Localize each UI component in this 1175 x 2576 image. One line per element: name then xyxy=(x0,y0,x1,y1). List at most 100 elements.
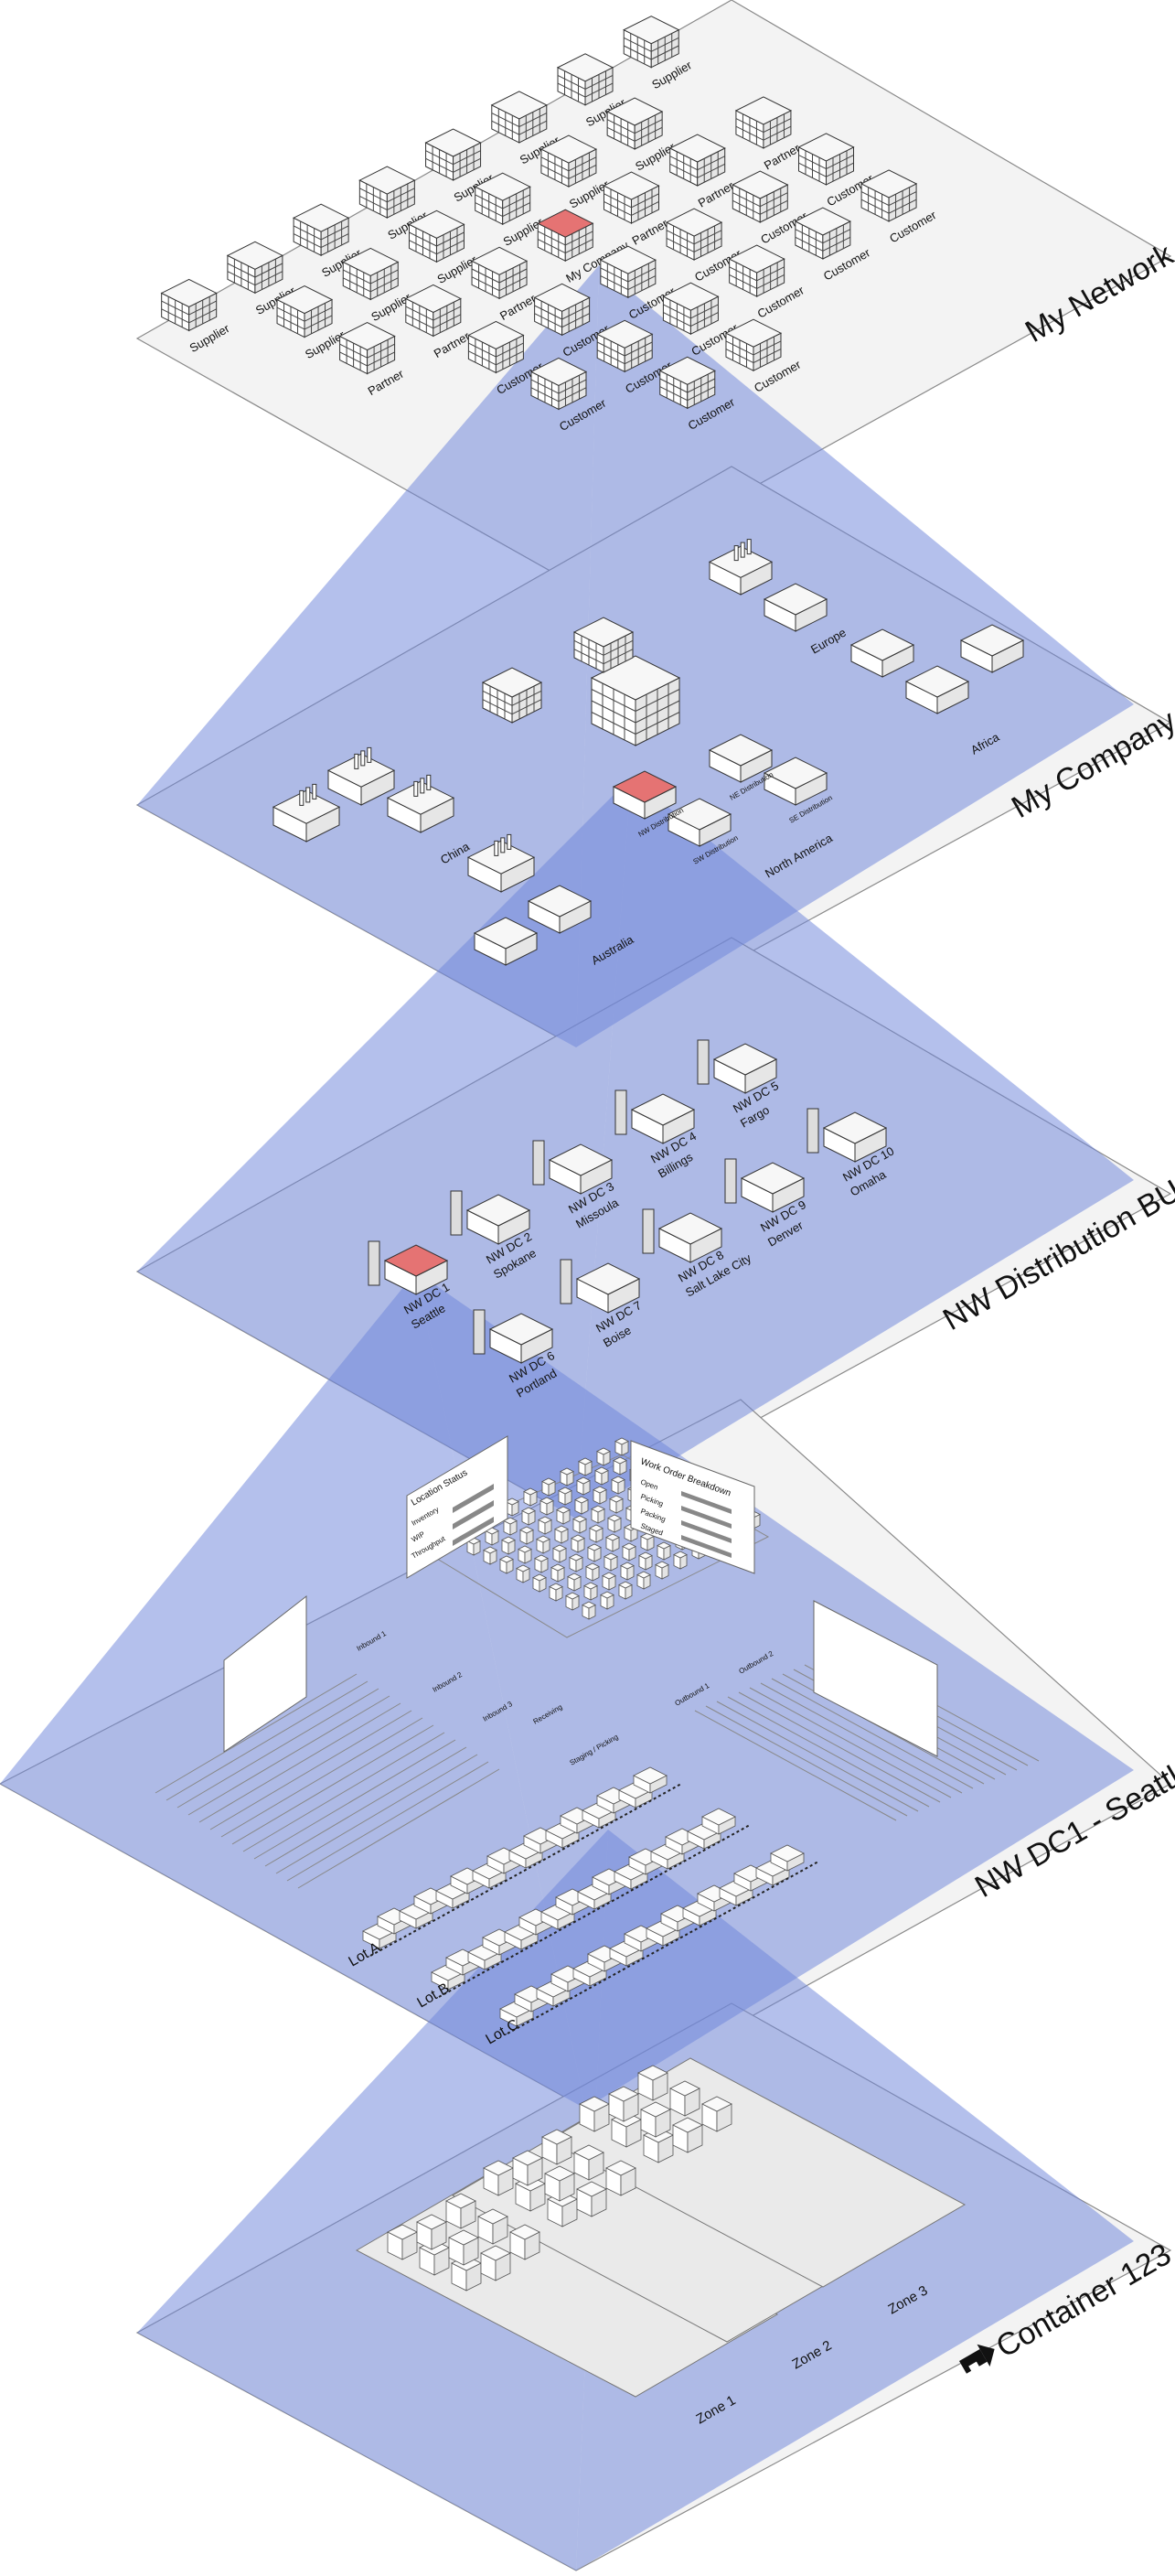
building-icon xyxy=(481,667,543,724)
rack-icon xyxy=(572,1515,587,1534)
dock-lane xyxy=(275,1754,478,1874)
silo-icon xyxy=(724,1158,737,1204)
rack-icon xyxy=(636,1571,651,1590)
storage-box-icon xyxy=(637,2065,668,2101)
silo-icon xyxy=(532,1140,545,1186)
distribution-center-icon xyxy=(712,1043,778,1094)
distribution-center-icon xyxy=(465,1194,531,1245)
dock-lane xyxy=(242,1732,445,1852)
building-icon xyxy=(734,96,793,149)
rack-icon xyxy=(558,1487,572,1506)
rack-icon xyxy=(538,1516,552,1535)
rack-icon xyxy=(567,1572,582,1592)
rack-icon xyxy=(618,1581,633,1600)
building-icon xyxy=(358,166,416,219)
rack-icon xyxy=(622,1542,636,1562)
building-icon xyxy=(623,16,680,69)
rack-icon xyxy=(611,1476,625,1495)
silo-icon xyxy=(473,1309,486,1355)
dock-lane xyxy=(286,1761,489,1882)
building-icon xyxy=(490,91,548,144)
rack-icon xyxy=(499,1555,514,1574)
storage-box-icon xyxy=(672,2117,703,2153)
rack-icon xyxy=(556,1506,571,1525)
rack-icon xyxy=(673,1551,688,1570)
building-icon xyxy=(539,134,598,188)
dock-lane xyxy=(264,1746,467,1867)
rack-icon xyxy=(620,1562,635,1581)
rack-icon xyxy=(516,1564,530,1583)
dock-lane xyxy=(727,1696,930,1808)
rack-icon xyxy=(607,1514,622,1533)
storage-box-icon xyxy=(509,2224,540,2260)
building-icon xyxy=(529,357,588,411)
my-network-nodes: SupplierSupplierSupplierSupplierSupplier… xyxy=(160,16,939,434)
rack-icon xyxy=(565,1592,580,1611)
distribution-center-icon xyxy=(657,1212,723,1263)
rack-icon xyxy=(518,1545,532,1564)
rack-icon xyxy=(483,1546,497,1565)
silo-icon xyxy=(560,1259,572,1304)
warehouse-icon xyxy=(612,770,678,820)
storage-box-icon xyxy=(669,2080,700,2117)
silo-icon xyxy=(368,1240,380,1286)
rack-icon xyxy=(519,1526,534,1545)
distribution-center-icon xyxy=(548,1143,614,1195)
warehouse-icon xyxy=(473,917,539,966)
storage-box-icon xyxy=(445,2193,476,2229)
building-icon xyxy=(732,170,789,223)
building-icon xyxy=(470,246,529,300)
warehouse-icon xyxy=(763,757,828,806)
nw-dc1-content: Location StatusInventoryWIPThroughputWor… xyxy=(155,1435,1040,2047)
container-arrow-icon xyxy=(959,2344,995,2374)
building-icon xyxy=(665,208,723,261)
rack-icon xyxy=(655,1561,669,1580)
storage-box-icon xyxy=(605,2160,636,2196)
rack-icon xyxy=(578,1457,593,1476)
distribution-center-icon xyxy=(822,1111,888,1163)
building-icon xyxy=(572,617,635,673)
warehouse-icon xyxy=(849,628,915,678)
inbound-door-panel xyxy=(223,1594,307,1753)
rack-icon xyxy=(587,1543,602,1562)
rack-icon xyxy=(574,1496,589,1515)
dock-lane xyxy=(209,1710,412,1830)
rack-icon xyxy=(582,1601,596,1620)
building-icon xyxy=(338,321,396,375)
building-icon xyxy=(599,245,657,299)
building-icon xyxy=(606,97,664,150)
storage-box-icon xyxy=(640,2101,671,2138)
rack-icon xyxy=(501,1536,516,1555)
rack-icon xyxy=(605,1533,620,1552)
warehouse-icon xyxy=(708,734,774,783)
building-icon xyxy=(160,278,218,332)
silo-icon xyxy=(806,1108,819,1154)
building-icon xyxy=(596,319,654,373)
rack-icon xyxy=(594,1466,609,1486)
dock-lane xyxy=(738,1691,941,1803)
rack-icon xyxy=(591,1505,605,1524)
rack-icon xyxy=(521,1507,536,1526)
storage-box-icon xyxy=(480,2245,511,2281)
rack-icon xyxy=(593,1486,607,1505)
rack-icon xyxy=(638,1551,653,1571)
storage-box-icon xyxy=(416,2214,447,2250)
silo-icon xyxy=(642,1208,655,1254)
building-icon xyxy=(662,282,720,336)
rack-icon xyxy=(600,1591,614,1610)
rack-icon xyxy=(569,1553,583,1572)
dock-lane xyxy=(253,1739,456,1860)
building-icon xyxy=(533,283,591,337)
truck-trailer-icon xyxy=(682,1899,717,1927)
storage-box-icon xyxy=(387,2224,418,2260)
rack-icon xyxy=(583,1582,598,1601)
factory-icon xyxy=(386,774,455,833)
rack-icon xyxy=(532,1573,547,1593)
building-icon xyxy=(537,209,594,263)
silo-icon xyxy=(450,1190,463,1236)
dock-lane xyxy=(231,1724,434,1845)
rack-icon xyxy=(604,1552,618,1572)
dock-lane xyxy=(297,1768,500,1889)
